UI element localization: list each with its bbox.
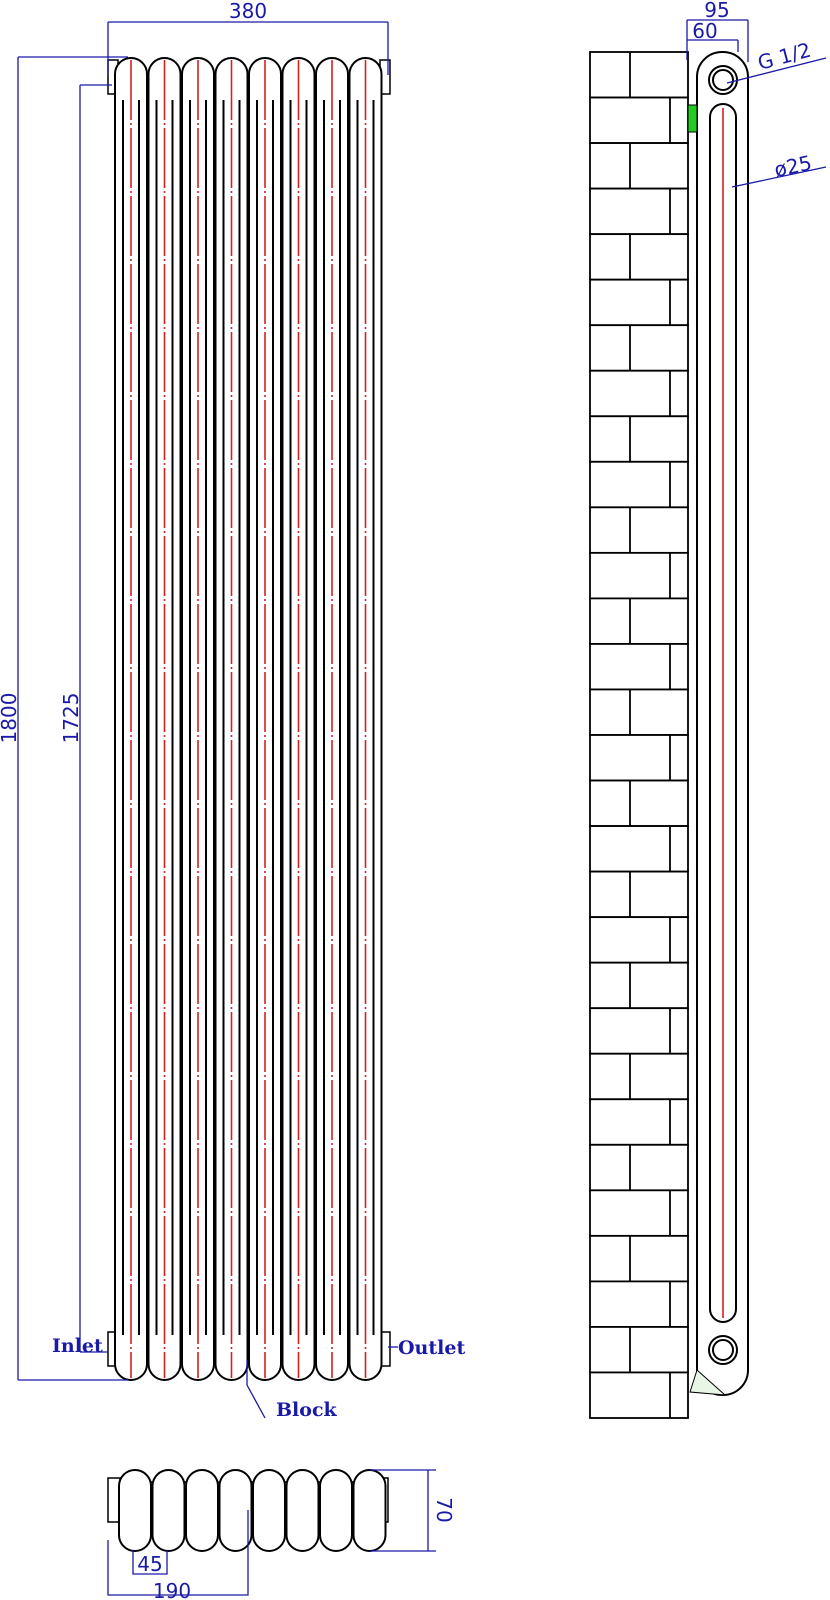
width-label: 380 — [229, 0, 267, 23]
half-width-label: 190 — [153, 1579, 191, 1600]
height-label: 1800 — [0, 693, 21, 744]
width-dimension: 380 — [107, 0, 389, 75]
column-section — [352, 1469, 387, 1552]
brick-row — [589, 643, 689, 691]
brick-row — [589, 1280, 689, 1328]
column-section — [218, 1469, 253, 1552]
brick-row — [589, 1007, 689, 1055]
column-section — [252, 1469, 286, 1552]
brick-row — [589, 369, 689, 418]
brick-row — [589, 779, 689, 827]
plan-view — [107, 1469, 389, 1552]
column-section — [118, 1469, 152, 1552]
brick-row — [589, 324, 689, 372]
brick-row — [589, 142, 689, 190]
brick-row — [589, 734, 689, 782]
brick-row — [589, 51, 689, 99]
column-section — [151, 1469, 186, 1552]
brick-wall — [589, 51, 689, 1419]
brick-row — [589, 597, 689, 645]
brick-row — [589, 233, 689, 281]
wall-offset-label: 60 — [692, 19, 717, 43]
brick-row — [589, 551, 689, 600]
brick-row — [589, 688, 689, 736]
tube-diameter-label: ø25 — [772, 151, 814, 182]
brick-row — [589, 460, 689, 509]
brick-row — [589, 1234, 689, 1283]
brick-row — [589, 961, 689, 1010]
depth-label: 95 — [704, 0, 729, 22]
brick-row — [589, 1189, 689, 1237]
column-section — [185, 1469, 219, 1552]
plan-depth-label: 70 — [432, 1497, 456, 1522]
brick-row — [589, 1098, 689, 1146]
brick-row — [589, 916, 689, 964]
inlet-label: Inlet — [52, 1335, 103, 1357]
plan-depth-dimension: 70 — [370, 1469, 456, 1552]
brick-row — [589, 1052, 689, 1101]
side-view — [687, 51, 749, 1396]
brick-row — [589, 187, 689, 236]
brick-row — [589, 870, 689, 919]
column-section — [319, 1469, 353, 1552]
wall-bracket — [687, 104, 698, 133]
section-pitch-dimension: 45 — [132, 1550, 168, 1576]
front-view — [107, 57, 391, 1381]
pipe-centres-dimension: 1725 — [59, 84, 112, 1353]
brick-row — [589, 278, 689, 327]
depth-dimension: 95 60 — [686, 0, 749, 62]
block-label: Block — [276, 1399, 338, 1421]
brick-row — [589, 96, 689, 144]
height-dimension: 1800 — [0, 56, 128, 1381]
brick-row — [589, 1326, 689, 1374]
pipe-centres-label: 1725 — [59, 693, 83, 744]
column-section — [285, 1469, 320, 1552]
outlet-label: Outlet — [398, 1337, 465, 1359]
connection-label: G 1/2 — [755, 38, 813, 75]
brick-row — [589, 1143, 689, 1192]
section-pitch-label: 45 — [137, 1552, 162, 1576]
brick-row — [589, 506, 689, 554]
brick-row — [589, 1371, 689, 1419]
half-width-dimension: 190 — [107, 1510, 249, 1600]
brick-row — [589, 415, 689, 463]
brick-row — [589, 825, 689, 873]
